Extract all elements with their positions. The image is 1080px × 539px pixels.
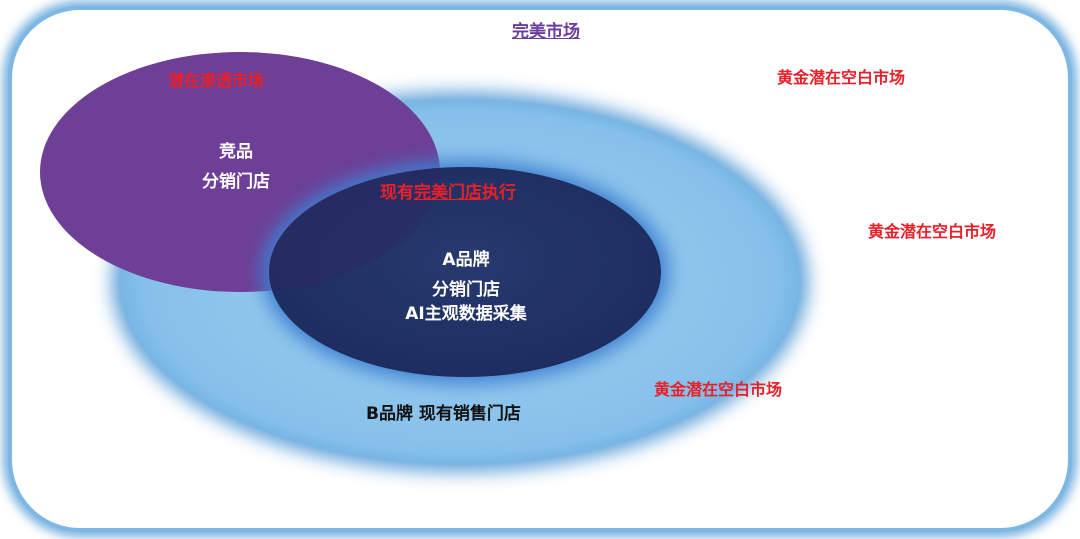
competitor-line1: 竞品 bbox=[219, 142, 253, 162]
a-brand-line2: 分销门店 bbox=[432, 280, 500, 300]
gold-market-label-2: 黄金潜在空白市场 bbox=[868, 222, 997, 241]
current-zone-caption-suffix: 执行 bbox=[482, 183, 516, 203]
diagram-title: 完美市场 bbox=[512, 22, 580, 42]
b-brand-label: B品牌 现有销售门店 bbox=[366, 404, 521, 424]
current-zone-caption: 现有完美门店执行 bbox=[380, 185, 516, 202]
competitor-caption: 潜在渗透市场 bbox=[168, 71, 265, 90]
overlap-region bbox=[269, 167, 440, 292]
current-zone-caption-underlined: 完美门店 bbox=[414, 183, 482, 203]
competitor-line2: 分销门店 bbox=[202, 172, 270, 192]
a-brand-line1: A品牌 bbox=[442, 250, 490, 270]
gold-market-label-1: 黄金潜在空白市场 bbox=[777, 68, 906, 87]
gold-market-label-3: 黄金潜在空白市场 bbox=[654, 380, 783, 399]
a-brand-line3: AI主观数据采集 bbox=[405, 304, 527, 324]
current-zone-caption-prefix: 现有 bbox=[380, 183, 414, 203]
